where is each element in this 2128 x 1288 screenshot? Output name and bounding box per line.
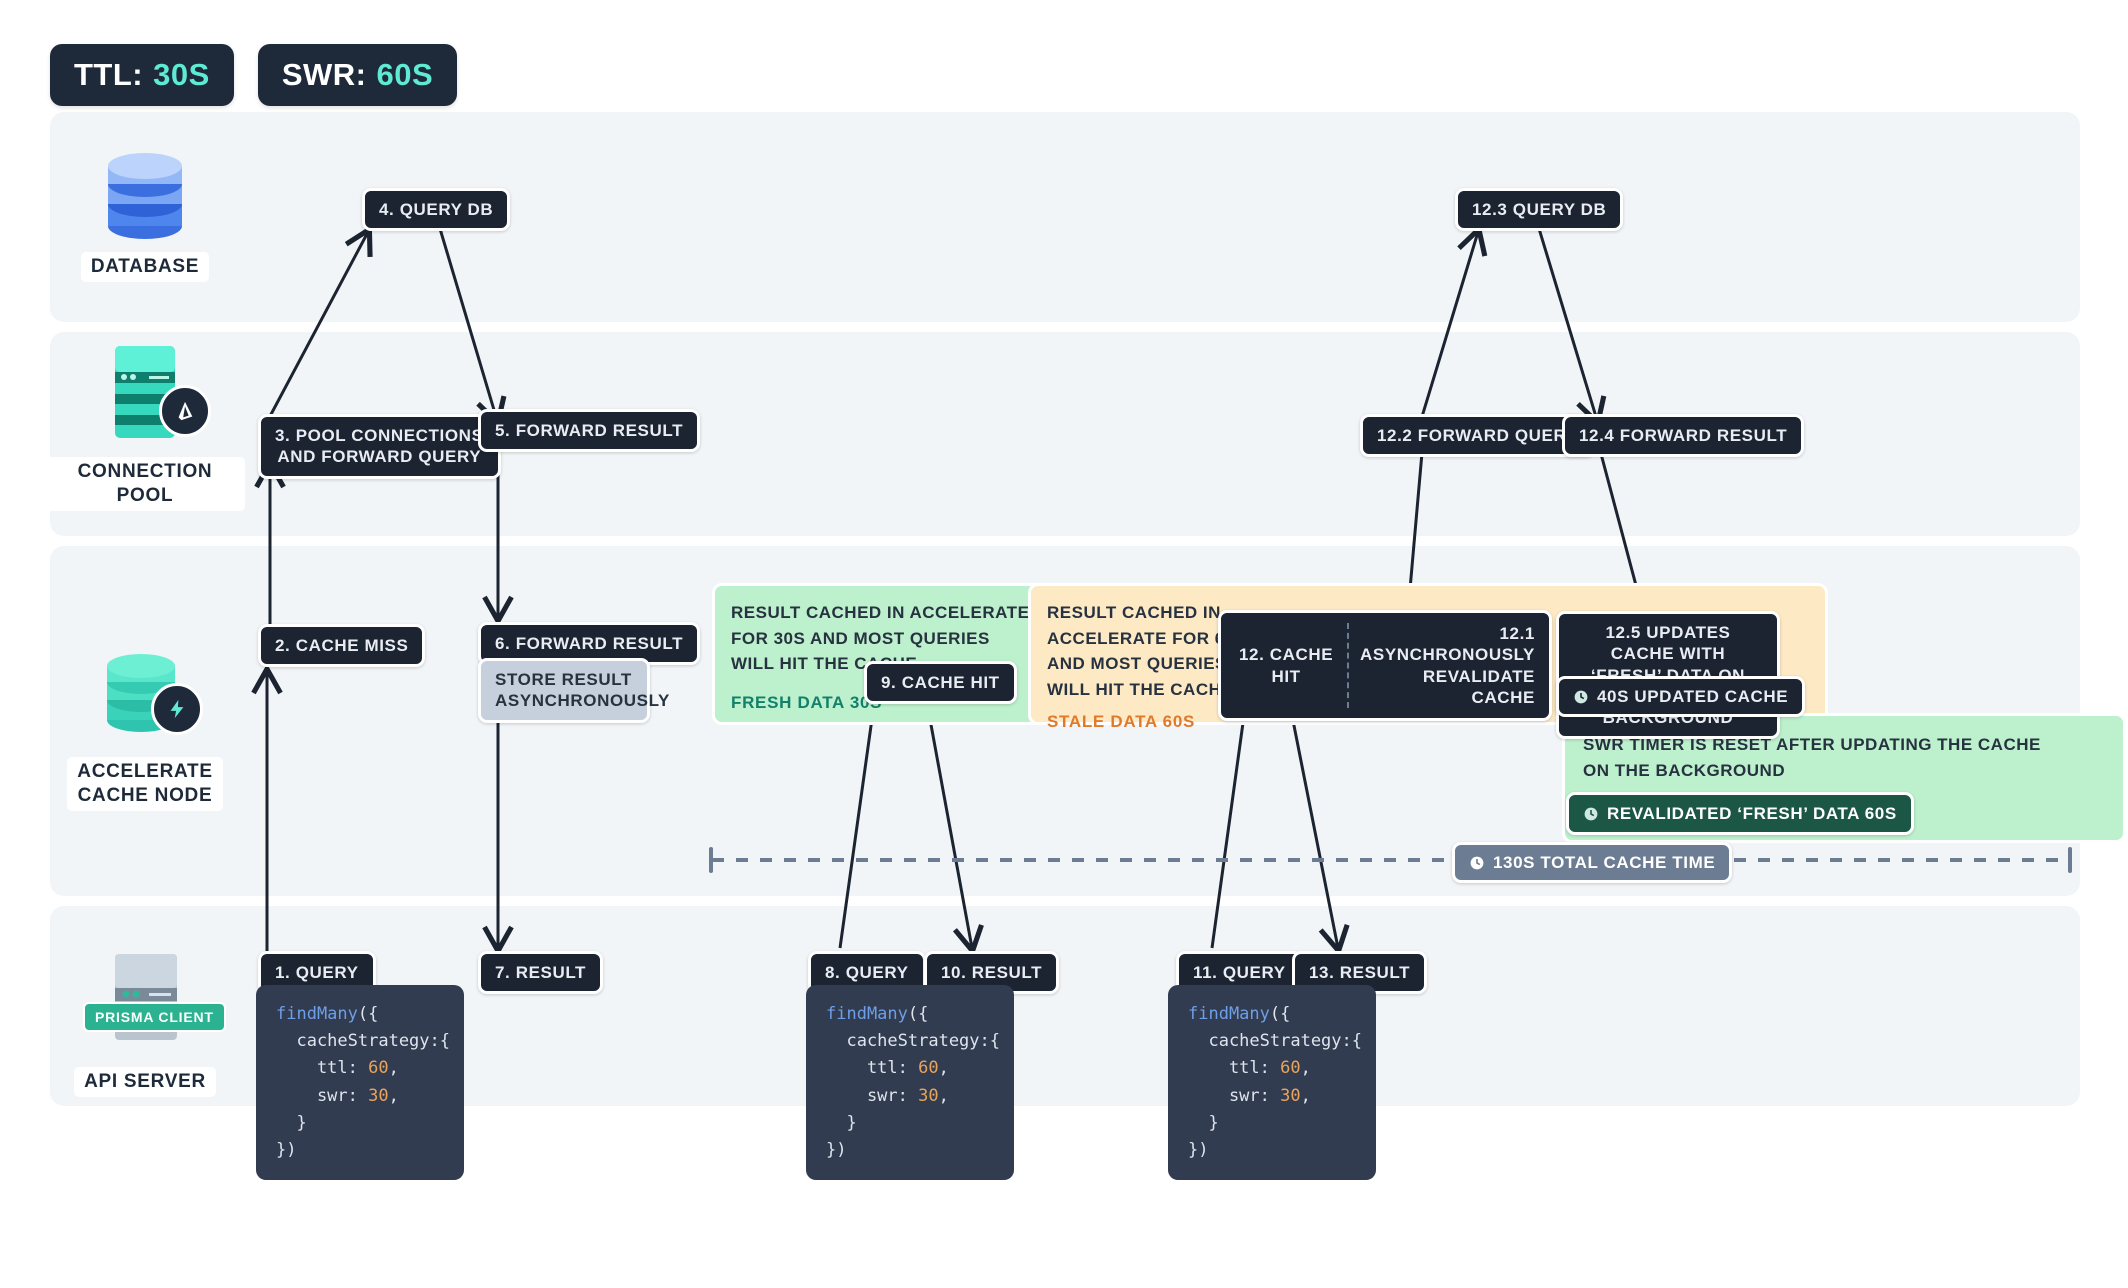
step-12-2-forward-query[interactable]: 12.2 FORWARD QUERY: [1360, 414, 1595, 458]
step-7-result[interactable]: 7. RESULT: [478, 951, 604, 995]
database-stack-icon: [108, 153, 182, 239]
code-block-query-2: findMany({ cacheStrategy:{ ttl: 60, swr:…: [806, 985, 1014, 1181]
clock-icon: [1470, 856, 1484, 870]
step-10-result[interactable]: 10. RESULT: [924, 951, 1060, 995]
step-3-pool-connections[interactable]: 3. POOL CONNECTIONS AND FORWARD QUERY: [258, 414, 501, 479]
tag-updated-cache-label: 40S UPDATED CACHE: [1597, 687, 1789, 706]
tag-updated-cache: 40S UPDATED CACHE: [1556, 676, 1806, 718]
ttl-label: TTL:: [74, 57, 144, 92]
prisma-client-badge: PRISMA CLIENT: [83, 1002, 226, 1032]
node-api-server: PRISMA CLIENT API SERVER: [45, 950, 245, 1097]
ttl-pill: TTL: 30S: [50, 44, 234, 106]
node-accelerate-cache-label: ACCELERATE CACHE NODE: [67, 757, 223, 811]
tag-total-cache-time-label: 130S TOTAL CACHE TIME: [1493, 853, 1716, 872]
step-4-query-db[interactable]: 4. QUERY DB: [362, 188, 511, 232]
step-6-store-result-note: STORE RESULT ASYNCHRONOUSLY: [478, 658, 669, 723]
tag-revalidated-fresh-label: REVALIDATED ‘FRESH’ DATA 60S: [1607, 804, 1897, 823]
lightning-bolt-icon: [151, 683, 203, 735]
step-9-cache-hit[interactable]: 9. CACHE HIT: [864, 661, 1017, 705]
swr-label: SWR:: [281, 57, 367, 92]
step-12-3-query-db[interactable]: 12.3 QUERY DB: [1455, 188, 1624, 232]
node-connection-pool-label: CONNECTION POOL: [45, 457, 245, 511]
step-12-4-forward-result[interactable]: 12.4 FORWARD RESULT: [1562, 414, 1805, 458]
prisma-logo-icon: [159, 385, 211, 437]
tag-total-cache-time: 130S TOTAL CACHE TIME: [1452, 842, 1733, 884]
node-database-label: DATABASE: [80, 252, 210, 282]
cache-settings-pills: TTL: 30S SWR: 60S: [50, 44, 458, 106]
node-accelerate-cache: ACCELERATE CACHE NODE: [45, 640, 245, 811]
swr-value: 60S: [376, 57, 434, 92]
node-connection-pool: CONNECTION POOL: [45, 340, 245, 511]
clock-icon: [1574, 690, 1588, 704]
panel-stale-tag: STALE DATA 60S: [1047, 712, 1196, 731]
code-block-query-1: findMany({ cacheStrategy:{ ttl: 60, swr:…: [256, 985, 464, 1181]
step-12-group[interactable]: 12. CACHE HIT 12.1 ASYNCHRONOUSLY REVALI…: [1218, 610, 1552, 721]
timeline-start-cap: [709, 847, 713, 873]
step-5-forward-result[interactable]: 5. FORWARD RESULT: [478, 409, 701, 453]
timeline-end-cap: [2068, 847, 2072, 873]
lane-database: [50, 112, 2080, 322]
panel-swr-reset-text: SWR TIMER IS RESET AFTER UPDATING THE CA…: [1583, 735, 2041, 780]
clock-icon: [1584, 807, 1598, 821]
ttl-value: 30S: [153, 57, 210, 92]
chip-divider: [1347, 623, 1350, 708]
code-block-query-3: findMany({ cacheStrategy:{ ttl: 60, swr:…: [1168, 985, 1376, 1181]
panel-stale-text: RESULT CACHED IN ACCELERATE FOR 60S AND …: [1047, 603, 1246, 699]
step-2-cache-miss[interactable]: 2. CACHE MISS: [258, 624, 426, 668]
tag-revalidated-fresh: REVALIDATED ‘FRESH’ DATA 60S: [1566, 792, 1914, 836]
step-12-1-revalidate[interactable]: 12.1 ASYNCHRONOUSLY REVALIDATE CACHE: [1360, 624, 1535, 707]
swr-pill: SWR: 60S: [257, 44, 458, 106]
step-12-cache-hit[interactable]: 12. CACHE HIT: [1238, 645, 1334, 686]
node-api-server-label: API SERVER: [74, 1067, 216, 1097]
node-database: DATABASE: [45, 140, 245, 282]
panel-fresh-tag: FRESH DATA 30S: [731, 692, 883, 712]
